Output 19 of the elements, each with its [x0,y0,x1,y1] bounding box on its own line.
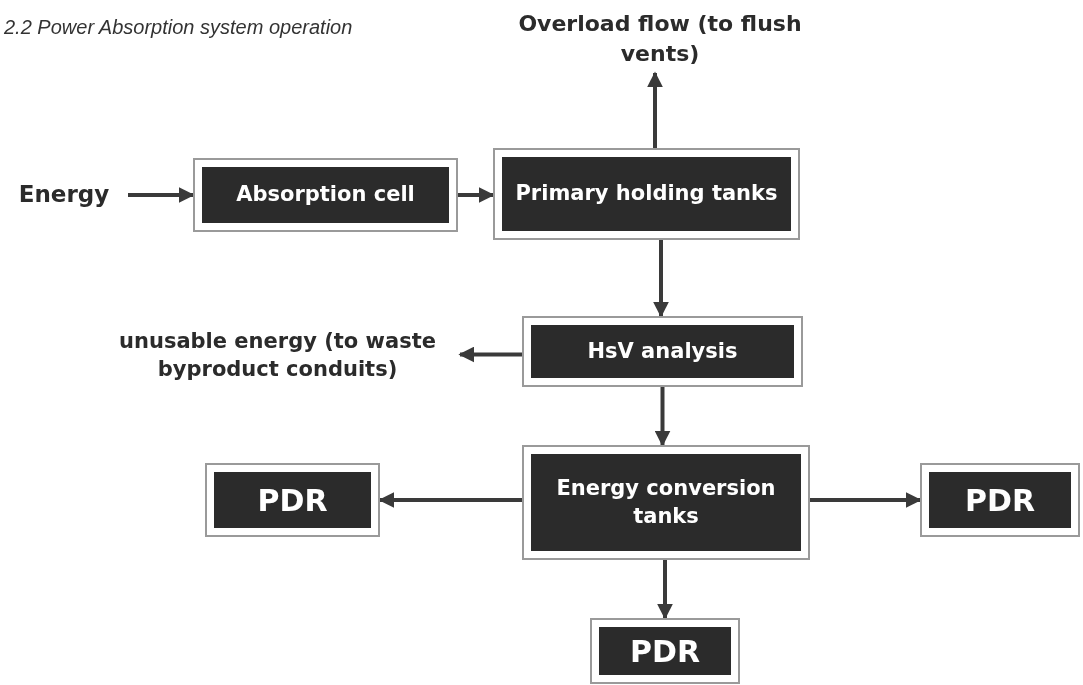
process-box: PDR [205,463,380,537]
arrow [458,187,495,203]
arrow [653,240,669,318]
arrow [657,560,673,620]
process-box: PDR [920,463,1080,537]
process-box: Energy conversion tanks [522,445,810,560]
arrow [128,187,195,203]
figure-title: 2.2 Power Absorption system operation [4,15,354,40]
arrow [647,71,663,148]
arrow [810,492,922,508]
flow-label: Energy [0,178,128,212]
process-box: HsV analysis [522,316,803,387]
process-box: Primary holding tanks [493,148,800,240]
arrow [458,346,522,363]
process-box: PDR [590,618,740,684]
flow-label: unusable energy (to waste byproduct conduits) [95,322,460,388]
flow-label: Overload flow (to flush vents) [510,5,810,73]
process-box: Absorption cell [193,158,458,232]
arrow [654,387,671,447]
